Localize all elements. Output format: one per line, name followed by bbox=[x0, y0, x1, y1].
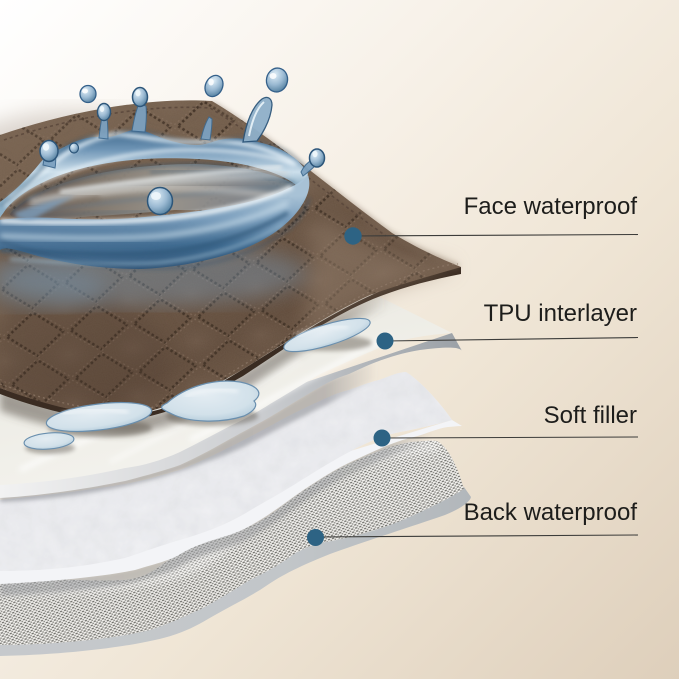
svg-text:Face waterproof: Face waterproof bbox=[464, 193, 638, 220]
svg-text:TPU interlayer: TPU interlayer bbox=[484, 300, 637, 327]
svg-text:Back waterproof: Back waterproof bbox=[464, 499, 638, 526]
svg-text:Soft filler: Soft filler bbox=[544, 402, 637, 429]
